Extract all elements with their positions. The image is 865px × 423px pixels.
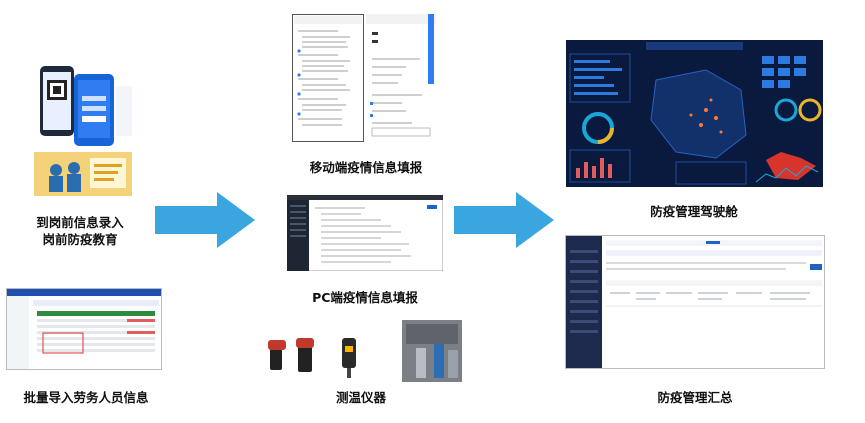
batch-import-illustration [7,289,161,369]
batch-import-thumbnail [6,288,162,370]
caption-onboarding-line1: 到岗前信息录入 [36,215,124,230]
caption-pc-report: PC端疫情信息填报 [312,290,418,305]
caption-batch-import: 批量导入劳务人员信息 [23,390,149,405]
caption-cockpit: 防疫管理驾驶舱 [650,204,738,219]
arrow-right-2 [454,192,554,248]
cockpit-thumbnail [566,40,823,187]
summary-thumbnail [565,235,825,369]
summary-illustration [566,236,824,368]
caption-mobile-report: 移动端疫情信息填报 [309,160,423,175]
caption-onboarding: 到岗前信息录入 岗前防疫教育 [20,214,140,248]
onboarding-thumbnail [34,66,132,196]
thermometer-thumbnail [266,320,462,382]
caption-thermometer: 测温仪器 [335,390,386,405]
arrow-right-1 [155,192,255,248]
mobile-form-illustration [292,14,436,142]
onboarding-illustration [34,66,132,196]
thermometer-illustration [268,320,462,382]
pc-form-illustration [287,195,443,271]
mobile-report-thumbnail [292,14,436,142]
caption-onboarding-line2: 岗前防疫教育 [42,232,118,247]
pc-report-thumbnail [287,195,443,271]
caption-summary: 防疫管理汇总 [657,390,733,405]
cockpit-illustration [566,40,823,187]
